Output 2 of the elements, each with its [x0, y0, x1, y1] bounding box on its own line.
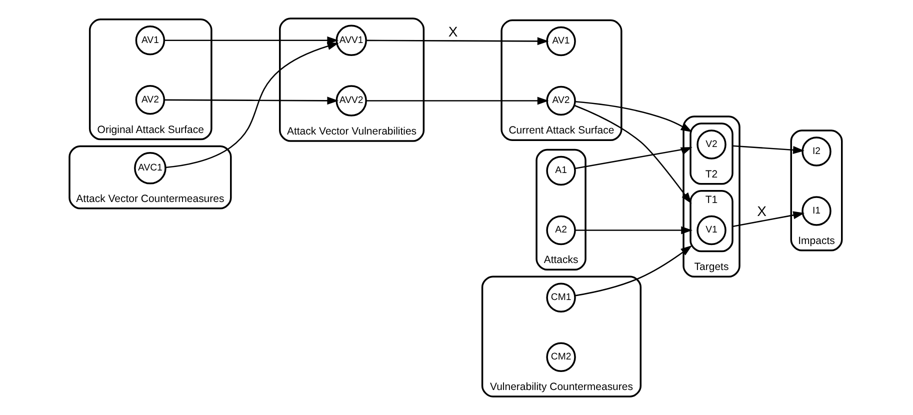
edge-label: X	[448, 24, 458, 40]
edge-label: X	[756, 203, 766, 220]
